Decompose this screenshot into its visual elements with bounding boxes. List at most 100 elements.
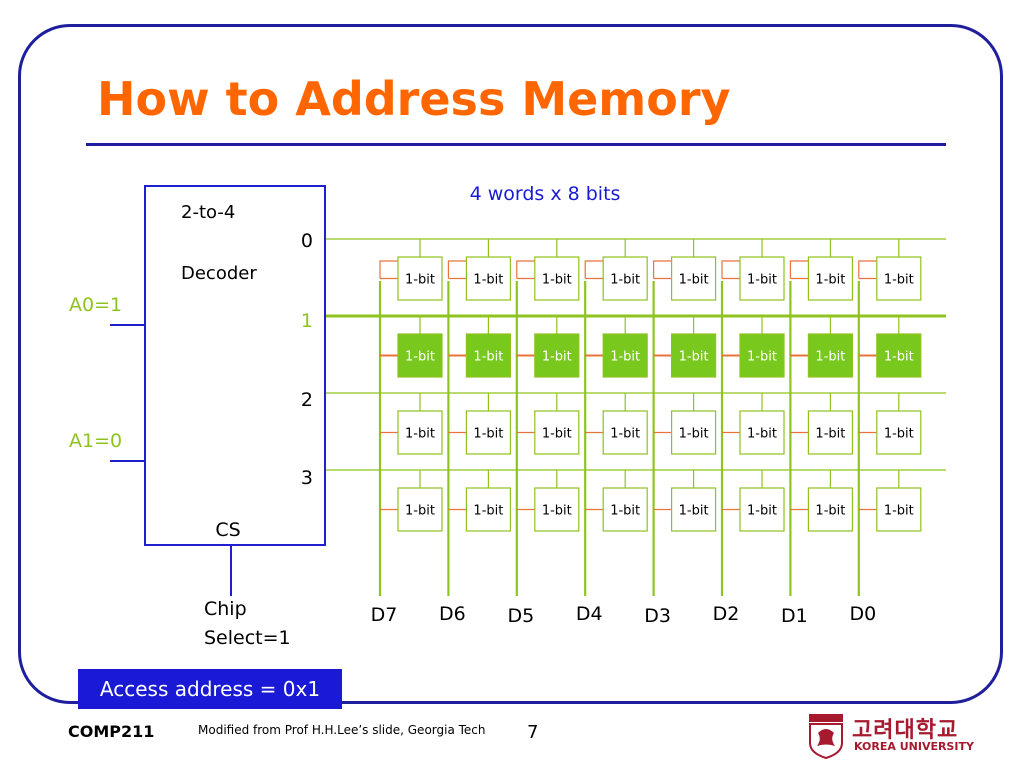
memory-cell-label: 1-bit: [610, 427, 640, 442]
memory-cell-label: 1-bit: [815, 350, 845, 365]
memory-cell-label: 1-bit: [679, 350, 709, 365]
cells-layer: 1-bit 1-bit 1-bit 1-bit 1-bit 1-bit 1-bit 1-bit…: [397, 256, 922, 532]
memory-cell-r3-c1: [465, 487, 511, 532]
cs-label: CS: [215, 519, 240, 541]
memory-cell-label: 1-bit: [542, 504, 572, 519]
memory-cell-label: 1-bit: [884, 427, 914, 442]
memory-cell-label: 1-bit: [747, 350, 777, 365]
memory-cell-r2-c6: [807, 410, 854, 455]
footer-credit: Modified from Prof H.H.Lee’s slide, Geor…: [198, 723, 486, 737]
memory-cell-label: 1-bit: [747, 427, 777, 442]
chip-select-label-line1: Chip: [204, 598, 247, 620]
memory-cell-label: 1-bit: [473, 273, 503, 288]
decoder-name-line1: 2-to-4: [181, 202, 235, 223]
memory-cell-label: 1-bit: [884, 350, 914, 365]
memory-cell-r2-c2: [534, 410, 580, 455]
memory-cell-label: 1-bit: [473, 427, 503, 442]
page-number: 7: [527, 722, 539, 743]
memory-cell-r3-c2: [534, 487, 580, 532]
slide-frame: [18, 24, 1003, 704]
memory-cell-label: 1-bit: [473, 350, 503, 365]
data-line-label-d4: D4: [576, 603, 603, 625]
memory-cell-r1-c5: [739, 333, 785, 378]
memory-cell-r1-c7: [876, 333, 922, 378]
data-line-label-d5: D5: [507, 605, 534, 627]
university-logo: [809, 714, 843, 759]
memory-cell-r3-c6: [807, 487, 854, 532]
memory-cell-label: 1-bit: [405, 427, 435, 442]
memory-cell-label: 1-bit: [747, 504, 777, 519]
cell-data-riser: [447, 260, 467, 279]
a0-label: A0=1: [69, 294, 122, 316]
memory-cell-r1-c2: [534, 333, 580, 378]
data-line-label-d6: D6: [439, 603, 466, 625]
memory-cell-label: 1-bit: [884, 504, 914, 519]
slide-title: How to Address Memory: [97, 72, 731, 126]
memory-cell-r2-c7: [876, 410, 922, 455]
memory-cell-label: 1-bit: [542, 427, 572, 442]
memory-cell-r2-c1: [465, 410, 511, 455]
memory-cell-r1-c3: [602, 333, 648, 378]
memory-cell-r1-c4: [670, 333, 717, 378]
memory-cell-r0-c0: [397, 256, 443, 301]
memory-cell-r0-c3: [602, 256, 648, 301]
decoder-output-2: 2: [301, 389, 313, 411]
memory-cell-r3-c4: [670, 487, 717, 532]
memory-cell-r3-c0: [397, 487, 443, 532]
data-line-label-d2: D2: [713, 603, 740, 625]
memory-cell-r2-c5: [739, 410, 785, 455]
data-line-label-d1: D1: [781, 605, 808, 627]
data-line-label-d0: D0: [849, 603, 876, 625]
memory-cell-r2-c3: [602, 410, 648, 455]
decoder-name-line2: Decoder: [181, 263, 257, 284]
university-name-korean: 고려대학교: [852, 718, 959, 743]
memory-cell-label: 1-bit: [679, 504, 709, 519]
memory-cell-r3-c3: [602, 487, 648, 532]
memory-cell-r0-c6: [807, 256, 854, 301]
memory-cell-r3-c7: [876, 487, 922, 532]
memory-cell-r0-c2: [534, 256, 580, 301]
data-line-label-d7: D7: [371, 604, 398, 626]
university-name-english: KOREA UNIVERSITY: [854, 740, 974, 753]
memory-cell-label: 1-bit: [815, 504, 845, 519]
memory-cell-label: 1-bit: [405, 350, 435, 365]
memory-cell-label: 1-bit: [610, 350, 640, 365]
decoder-output-1: 1: [301, 310, 313, 332]
memory-cell-label: 1-bit: [679, 273, 709, 288]
memory-cell-label: 1-bit: [884, 273, 914, 288]
memory-cell-r0-c5: [739, 256, 785, 301]
memory-cell-label: 1-bit: [405, 504, 435, 519]
cell-data-riser: [516, 260, 535, 279]
memory-cell-label: 1-bit: [542, 273, 572, 288]
organization-label: 4 words x 8 bits: [470, 183, 621, 205]
memory-cell-label: 1-bit: [610, 504, 640, 519]
footer-course: COMP211: [68, 722, 155, 741]
wires-layer: [325, 238, 946, 596]
memory-cell-r0-c7: [876, 256, 922, 301]
memory-cell-r1-c1: [465, 333, 511, 378]
decoder-box: [144, 185, 326, 546]
memory-cell-label: 1-bit: [405, 273, 435, 288]
title-underline: [86, 143, 946, 146]
memory-cell-label: 1-bit: [815, 273, 845, 288]
memory-cell-label: 1-bit: [747, 273, 777, 288]
memory-cell-r2-c4: [670, 410, 717, 455]
a1-label: A1=0: [69, 430, 122, 452]
memory-cell-r0-c1: [465, 256, 511, 301]
memory-cell-label: 1-bit: [610, 273, 640, 288]
cell-data-riser: [858, 260, 877, 279]
cell-data-riser: [721, 260, 740, 279]
memory-cell-r1-c6: [807, 333, 854, 378]
cell-data-riser: [789, 260, 809, 279]
cell-data-riser: [652, 260, 672, 279]
memory-cell-label: 1-bit: [542, 350, 572, 365]
memory-cell-r0-c4: [670, 256, 717, 301]
cell-data-riser: [584, 260, 604, 279]
chip-select-label-line2: Select=1: [204, 627, 291, 649]
memory-cell-label: 1-bit: [473, 504, 503, 519]
memory-cell-r1-c0: [397, 333, 443, 378]
access-address-box: Access address = 0x1: [78, 669, 342, 709]
memory-cell-label: 1-bit: [679, 427, 709, 442]
decoder-output-3: 3: [301, 467, 313, 489]
